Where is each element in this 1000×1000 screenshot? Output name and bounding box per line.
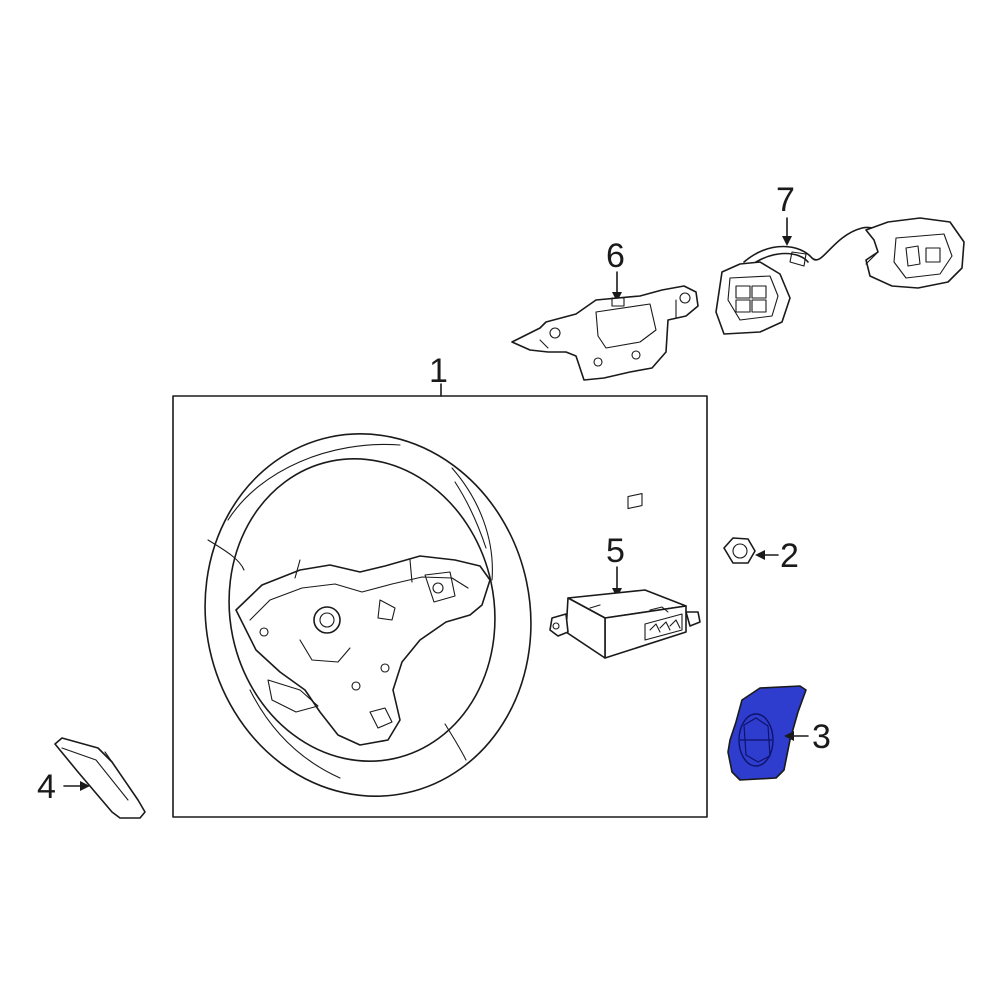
callout-2: 2 bbox=[780, 537, 799, 575]
switch-assembly[interactable]: 7 bbox=[715, 181, 965, 335]
nut[interactable]: 2 bbox=[723, 537, 799, 575]
part-1-frame bbox=[172, 395, 708, 818]
arrow-2 bbox=[755, 550, 765, 560]
arrow-4 bbox=[80, 781, 90, 791]
callout-4: 4 bbox=[37, 768, 56, 806]
callout-6: 6 bbox=[606, 237, 625, 275]
callout-3: 3 bbox=[812, 718, 831, 756]
trim-cover[interactable]: 4 bbox=[37, 737, 146, 819]
control-module[interactable]: 5 bbox=[549, 492, 701, 659]
arrow-6 bbox=[612, 292, 622, 302]
switch-cover-highlighted[interactable]: 3 bbox=[727, 685, 831, 781]
callout-1: 1 bbox=[429, 352, 448, 390]
bracket[interactable]: 6 bbox=[511, 237, 699, 381]
arrow-3 bbox=[784, 731, 794, 741]
steering-wheel-assembly[interactable]: 1 bbox=[172, 352, 708, 827]
callout-7: 7 bbox=[776, 181, 795, 219]
arrow-7 bbox=[782, 236, 792, 246]
callout-5: 5 bbox=[606, 532, 625, 570]
